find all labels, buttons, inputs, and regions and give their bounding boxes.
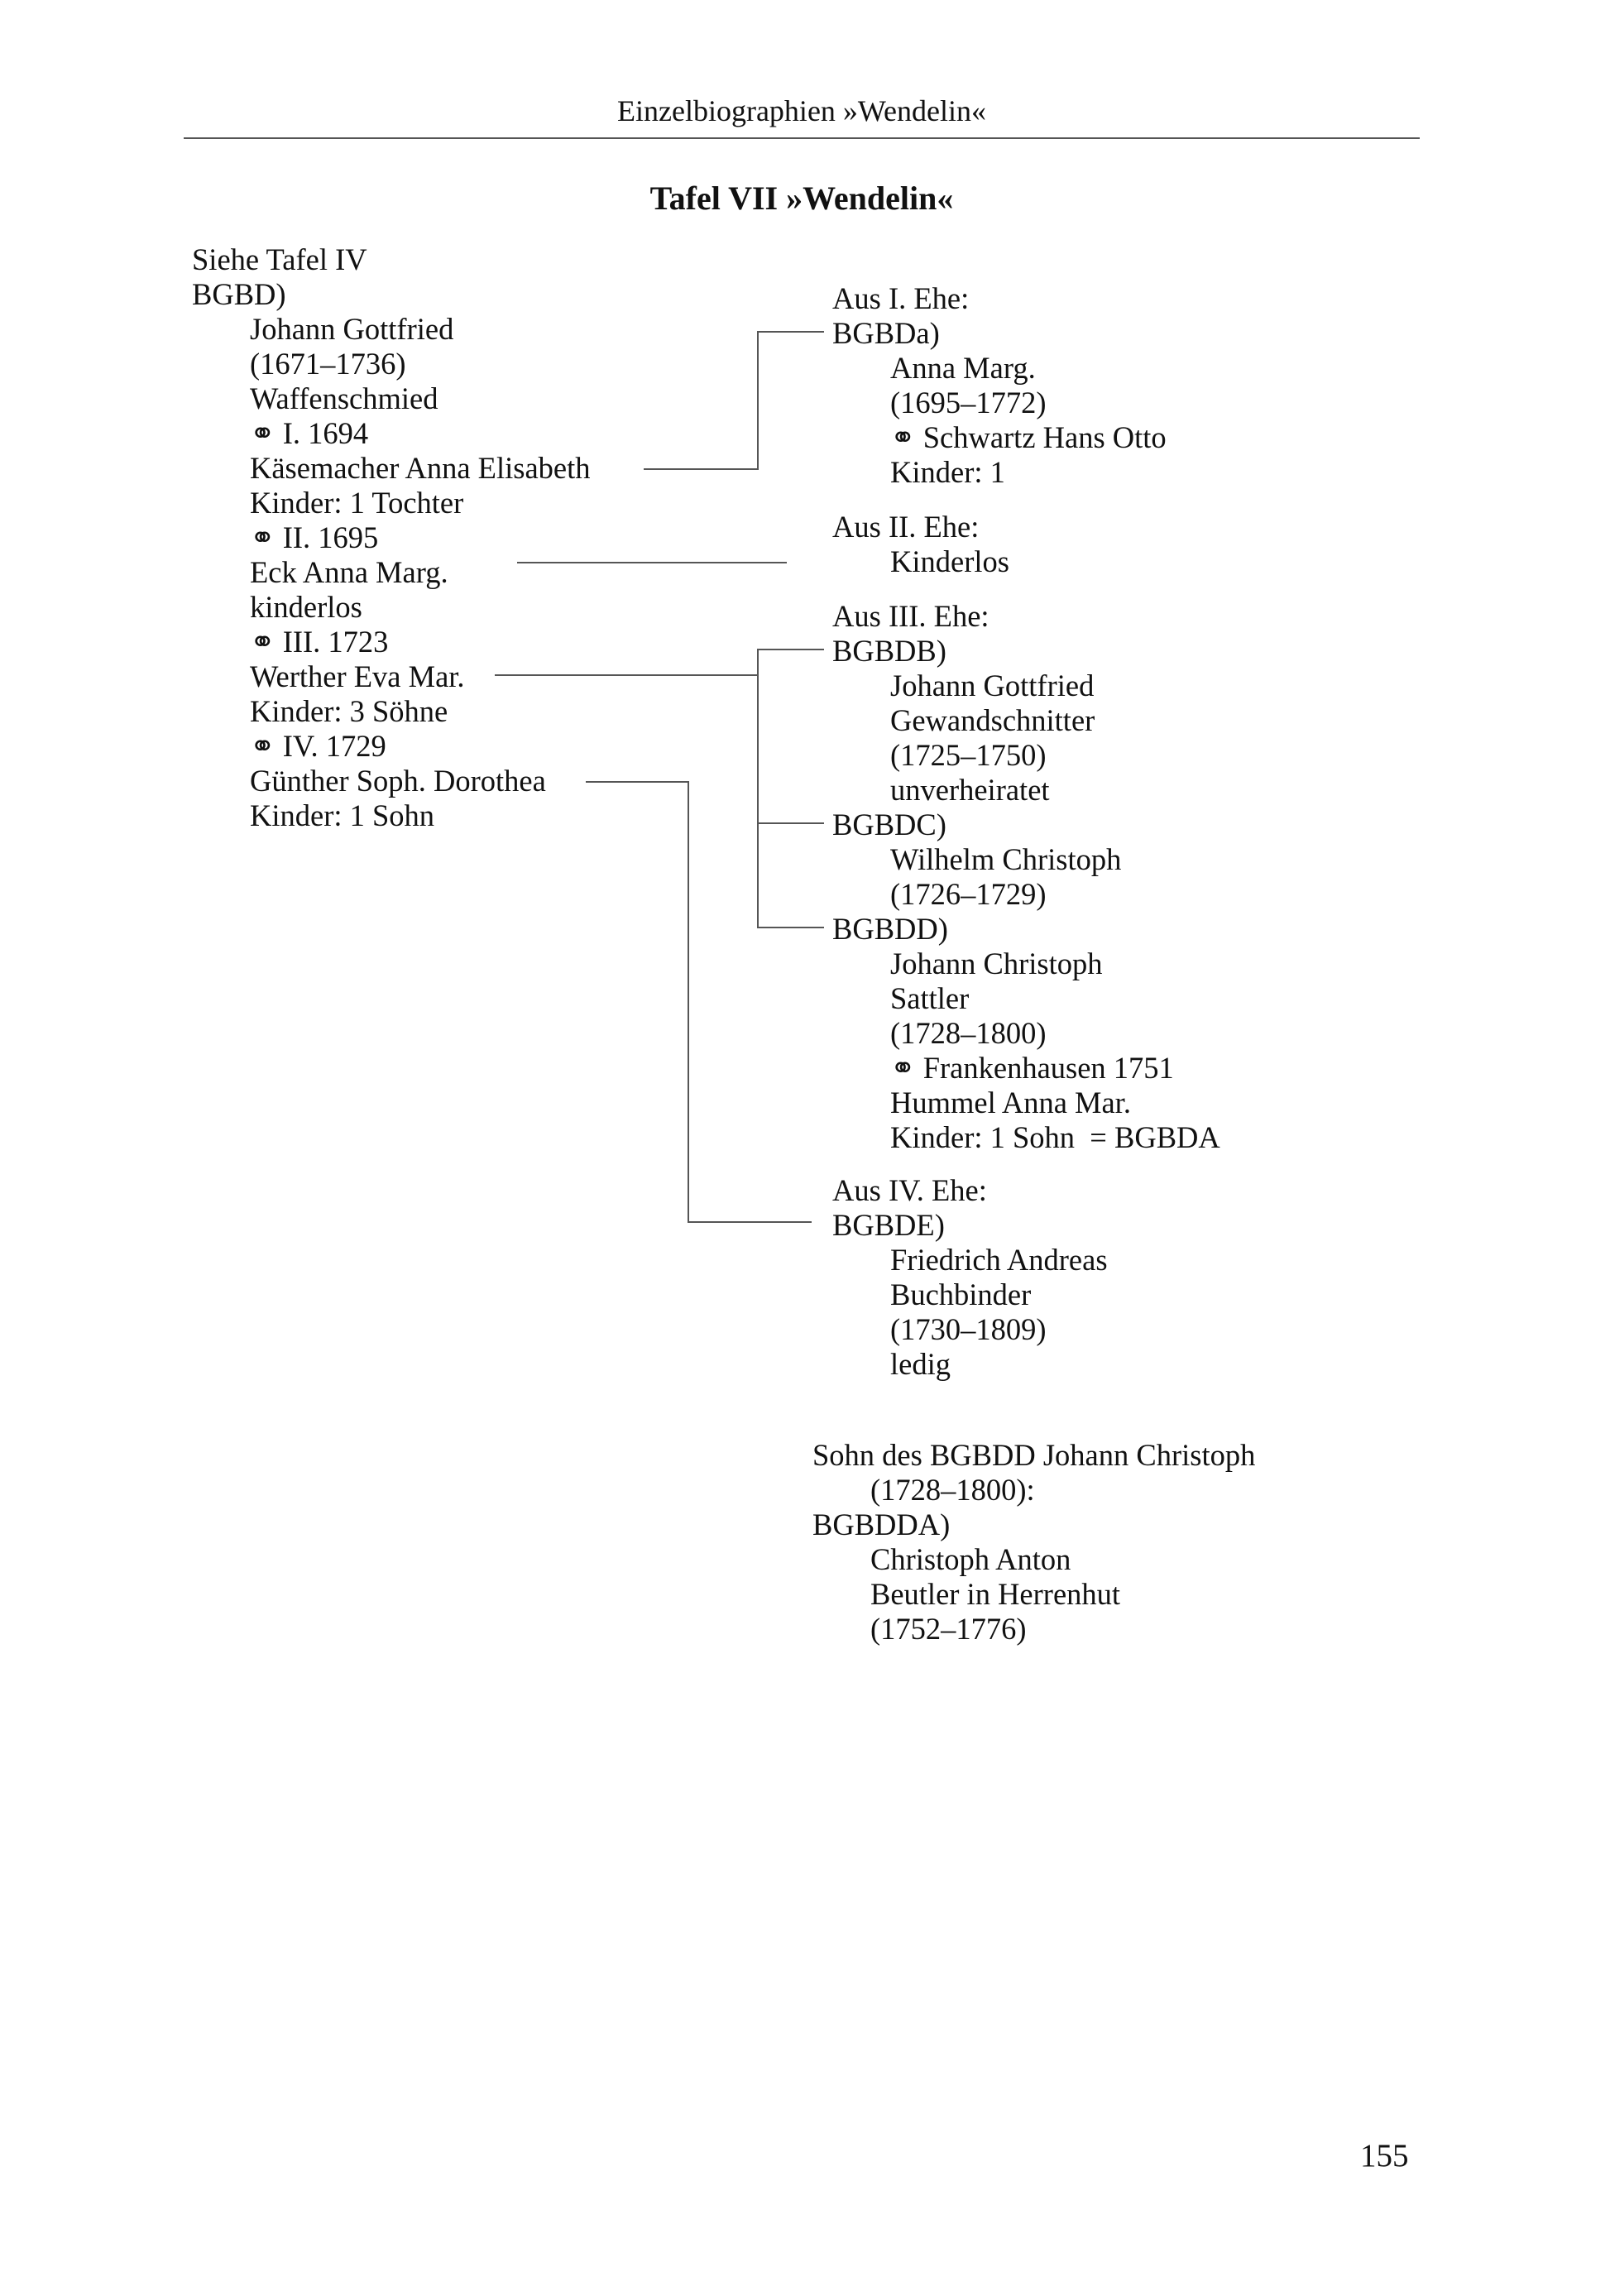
child-bgbde-occupation: Buchbinder — [890, 1277, 1032, 1311]
child-bgbde-name: Friedrich Andreas — [890, 1243, 1108, 1277]
marriage1-heading: Aus I. Ehe: — [832, 281, 970, 315]
marriage4-date: ⚭ IV. 1729 — [250, 729, 386, 763]
marriage1-children: Kinder: 1 Tochter — [250, 486, 464, 520]
connector-marriage3-h-bgbdc — [757, 822, 824, 824]
grandson-heading-cont: (1728–1800): — [870, 1473, 1035, 1507]
header-rule — [184, 137, 1420, 139]
page-number: 155 — [1360, 2138, 1409, 2174]
child-bgbde-status: ledig — [890, 1347, 951, 1381]
connector-marriage3-h-bgbdb — [757, 649, 824, 650]
marriage2-children: kinderlos — [250, 590, 362, 624]
grandson-code: BGBDDA) — [812, 1507, 951, 1541]
marriage2-note: Kinderlos — [890, 544, 1009, 578]
parent-name: Johann Gottfried — [250, 312, 454, 346]
child-bgbdd-lifespan: (1728–1800) — [890, 1016, 1047, 1050]
child-bgbdd-code: BGBDD) — [832, 912, 948, 946]
marriage4-children: Kinder: 1 Sohn — [250, 798, 435, 832]
child-bgbdb-status: unverheiratet — [890, 773, 1050, 807]
marriage1-date: ⚭ I. 1694 — [250, 416, 369, 450]
connector-marriage3-h-left — [495, 674, 759, 676]
marriage3-date: ⚭ III. 1723 — [250, 625, 389, 659]
connector-marriage3-v — [757, 649, 759, 928]
connector-marriage4-h-right — [688, 1221, 812, 1223]
marriage1-child-name: Anna Marg. — [890, 351, 1036, 385]
marriage1-child-lifespan: (1695–1772) — [890, 386, 1047, 419]
marriage2-date: ⚭ II. 1695 — [250, 520, 379, 554]
connector-marriage4-v — [688, 781, 689, 1223]
marriage4-heading: Aus IV. Ehe: — [832, 1173, 987, 1207]
grandson-name: Christoph Anton — [870, 1542, 1071, 1576]
grandson-lifespan: (1752–1776) — [870, 1612, 1027, 1646]
connector-marriage1-v — [757, 331, 759, 470]
connector-marriage1-h-left — [644, 468, 759, 470]
connector-marriage1-h-right — [757, 331, 824, 333]
parent-reference: Siehe Tafel IV — [192, 242, 367, 276]
parent-code: BGBD) — [192, 277, 286, 311]
marriage4-spouse: Günther Soph. Dorothea — [250, 764, 546, 798]
child-bgbdb-occupation: Gewandschnitter — [890, 703, 1095, 737]
grandson-heading: Sohn des BGBDD Johann Christoph — [812, 1438, 1256, 1472]
parent-occupation: Waffenschmied — [250, 381, 438, 415]
connector-marriage2-h — [517, 562, 787, 563]
child-bgbde-code: BGBDE) — [832, 1208, 945, 1242]
marriage3-spouse: Werther Eva Mar. — [250, 659, 465, 693]
child-bgbdd-children: Kinder: 1 Sohn = BGBDA — [890, 1120, 1220, 1154]
child-bgbdc-lifespan: (1726–1729) — [890, 877, 1047, 911]
child-bgbde-lifespan: (1730–1809) — [890, 1312, 1047, 1346]
child-bgbdd-occupation: Sattler — [890, 981, 970, 1015]
marriage2-spouse: Eck Anna Marg. — [250, 555, 448, 589]
marriage3-heading: Aus III. Ehe: — [832, 599, 989, 633]
connector-marriage4-h-left — [586, 781, 689, 783]
marriage1-child-children: Kinder: 1 — [890, 455, 1005, 489]
child-bgbdb-name: Johann Gottfried — [890, 669, 1095, 702]
marriage2-heading: Aus II. Ehe: — [832, 510, 980, 544]
marriage1-child-code: BGBDa) — [832, 316, 940, 350]
marriage3-children: Kinder: 3 Söhne — [250, 694, 448, 728]
child-bgbdd-marriage: ⚭ Frankenhausen 1751 — [890, 1051, 1174, 1085]
child-bgbdc-name: Wilhelm Christoph — [890, 842, 1122, 876]
child-bgbdb-lifespan: (1725–1750) — [890, 738, 1047, 772]
child-bgbdc-code: BGBDC) — [832, 808, 946, 841]
parent-lifespan: (1671–1736) — [250, 347, 406, 381]
grandson-occupation: Beutler in Herrenhut — [870, 1577, 1121, 1611]
child-bgbdb-code: BGBDB) — [832, 634, 946, 668]
running-header-title: Einzelbiographien »Wendelin« — [617, 94, 986, 127]
connector-marriage3-h-bgbdd — [757, 927, 824, 928]
marriage1-child-spouse: ⚭ Schwartz Hans Otto — [890, 420, 1167, 454]
child-bgbdd-spouse: Hummel Anna Mar. — [890, 1086, 1131, 1119]
table-title: Tafel VII »Wendelin« — [649, 180, 954, 217]
child-bgbdd-name: Johann Christoph — [890, 947, 1103, 980]
marriage1-spouse: Käsemacher Anna Elisabeth — [250, 451, 591, 485]
